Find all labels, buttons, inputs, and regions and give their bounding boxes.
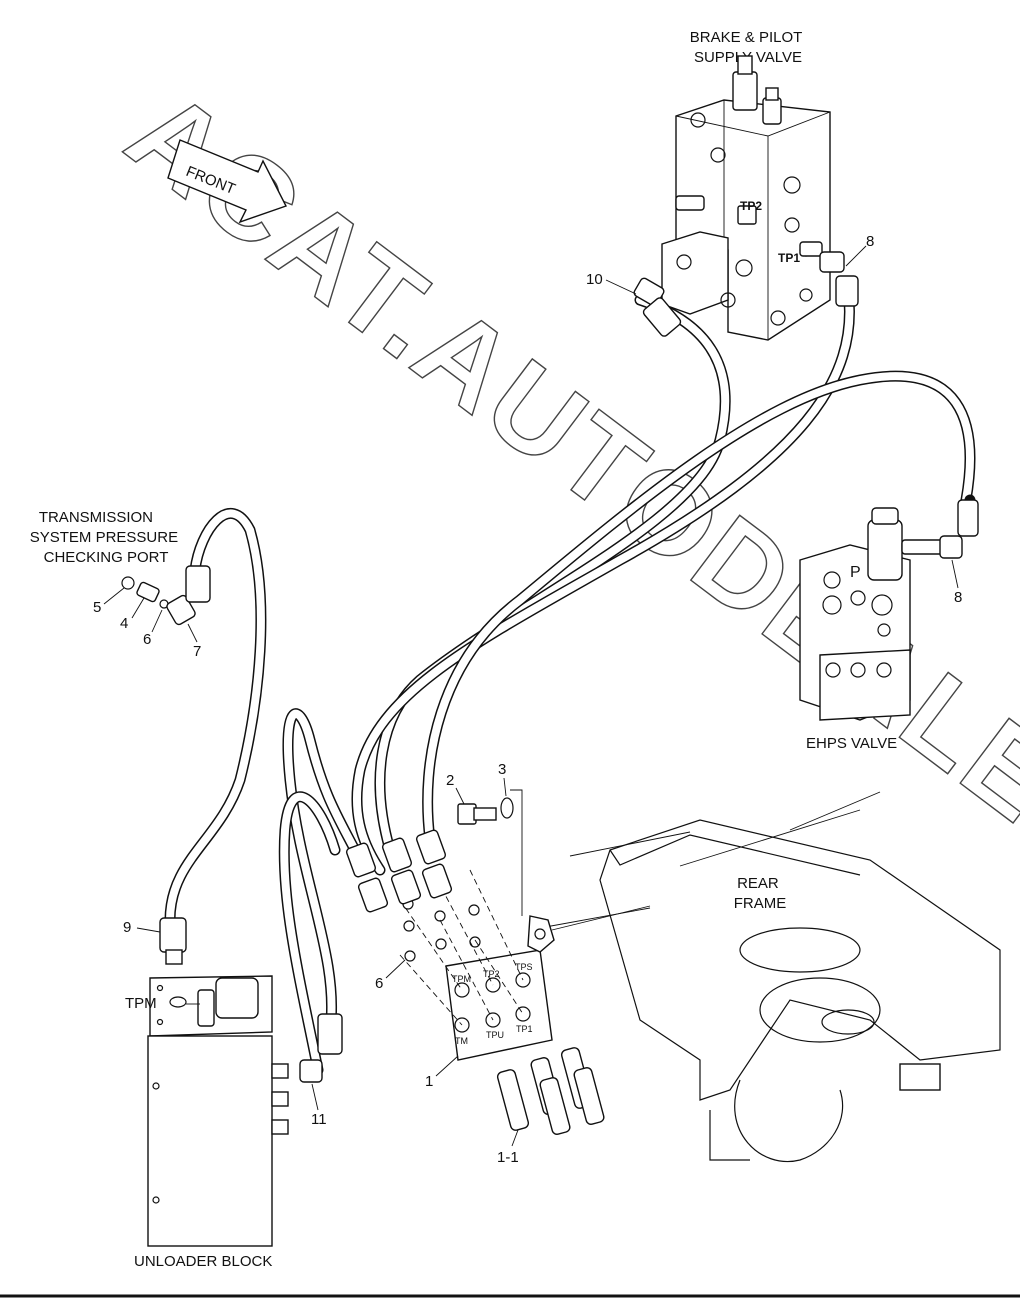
callout-1: 1 xyxy=(425,1073,433,1090)
unloader-block-label: UNLOADER BLOCK xyxy=(134,1253,272,1270)
unloader-block: TPM UNLOADER BLOCK xyxy=(125,917,343,1270)
callout-6-top: 6 xyxy=(143,631,151,648)
callout-3: 3 xyxy=(498,761,506,778)
o-ring-5 xyxy=(121,576,135,590)
transmission-port-label: TRANSMISSION SYSTEM PRESSURE CHECKING PO… xyxy=(30,509,183,566)
bolt-and-washer xyxy=(457,797,514,825)
brake-pilot-supply-valve: BRAKE & PILOT SUPPLY VALVE TP2 TP1 xyxy=(661,29,831,341)
port-tpu: TPU xyxy=(486,1030,504,1040)
port-tp2: TP2 xyxy=(483,969,500,979)
callout-8-top: 8 xyxy=(866,233,874,250)
port-tpm: TPM xyxy=(452,974,471,984)
tp2-mark: TP2 xyxy=(740,199,762,213)
callout-1-1: 1-1 xyxy=(497,1149,519,1166)
ehps-valve: P EHPS VALVE xyxy=(799,499,979,752)
callout-2: 2 xyxy=(446,772,454,789)
callout-4: 4 xyxy=(120,615,128,632)
rear-frame: REAR FRAME xyxy=(539,791,1001,1163)
test-port-plate: TPM TP2 TPS TM TPU TP1 xyxy=(399,789,651,1061)
port-tp1: TP1 xyxy=(516,1024,533,1034)
tp1-mark: TP1 xyxy=(778,251,800,265)
callout-9: 9 xyxy=(123,919,131,936)
callout-7: 7 xyxy=(193,643,201,660)
fittings-brake-valve xyxy=(633,251,859,337)
ehps-valve-label: EHPS VALVE xyxy=(806,735,897,752)
transmission-port: TRANSMISSION SYSTEM PRESSURE CHECKING PO… xyxy=(30,509,211,626)
hose-end-fittings xyxy=(345,829,453,913)
port-tm: TM xyxy=(455,1036,468,1046)
callout-8-ehps: 8 xyxy=(954,589,962,606)
callout-11: 11 xyxy=(311,1111,327,1128)
ehps-p-mark: P xyxy=(850,564,861,581)
hoses xyxy=(164,284,976,1076)
test-couplings xyxy=(496,1047,605,1135)
callout-10: 10 xyxy=(586,271,603,288)
callouts: 10 8 8 5 4 6 7 2 3 9 6 1 11 1-1 xyxy=(93,233,962,1166)
rear-frame-label: REAR FRAME xyxy=(734,875,787,912)
tpm-label: TPM xyxy=(125,995,157,1012)
port-tps: TPS xyxy=(515,962,533,972)
callout-6-plate: 6 xyxy=(375,975,383,992)
callout-5: 5 xyxy=(93,599,101,616)
